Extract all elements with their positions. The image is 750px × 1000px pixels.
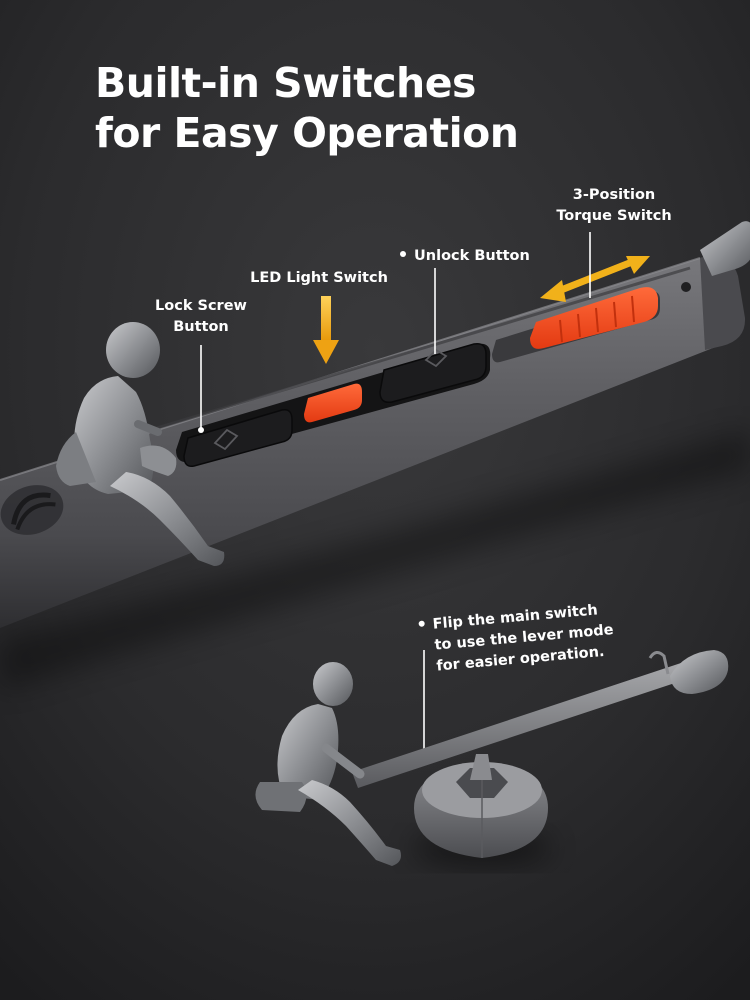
- lever-bullet: [418, 620, 425, 627]
- led-arrow-icon: [313, 296, 339, 364]
- screw-hole-icon: [681, 282, 691, 292]
- torque-switch[interactable]: [530, 287, 658, 349]
- callout-lines: [200, 232, 591, 752]
- unlock-button[interactable]: [379, 342, 487, 404]
- tool-shadow: [0, 430, 750, 690]
- headline-line-1: Built-in Switches: [95, 59, 476, 107]
- headline-line-2: for Easy Operation: [95, 109, 519, 157]
- seesaw-lever: [352, 650, 729, 788]
- seesaw-figure: [255, 662, 401, 866]
- unlock-bullet: [400, 251, 406, 257]
- unlock-label: Unlock Button: [400, 246, 540, 267]
- lock-icon: [213, 428, 239, 451]
- brand-logo-icon: [0, 485, 64, 535]
- sitting-figure: [56, 322, 225, 566]
- torque-double-arrow-icon: [540, 256, 650, 302]
- bit-holder: [700, 221, 750, 276]
- seesaw-base: [412, 754, 552, 866]
- led-light-switch[interactable]: [304, 383, 362, 423]
- switch-panel: [176, 287, 660, 468]
- lock-screw-button[interactable]: [183, 408, 293, 468]
- unlock-icon: [424, 348, 448, 368]
- lock-callout-dot: [198, 427, 204, 433]
- lock-screw-label: Lock Screw Button: [155, 298, 247, 335]
- led-light-label: LED Light Switch: [250, 270, 388, 286]
- headline: Built-in Switches for Easy Operation: [95, 58, 519, 158]
- torque-label: 3-Position Torque Switch: [556, 187, 672, 224]
